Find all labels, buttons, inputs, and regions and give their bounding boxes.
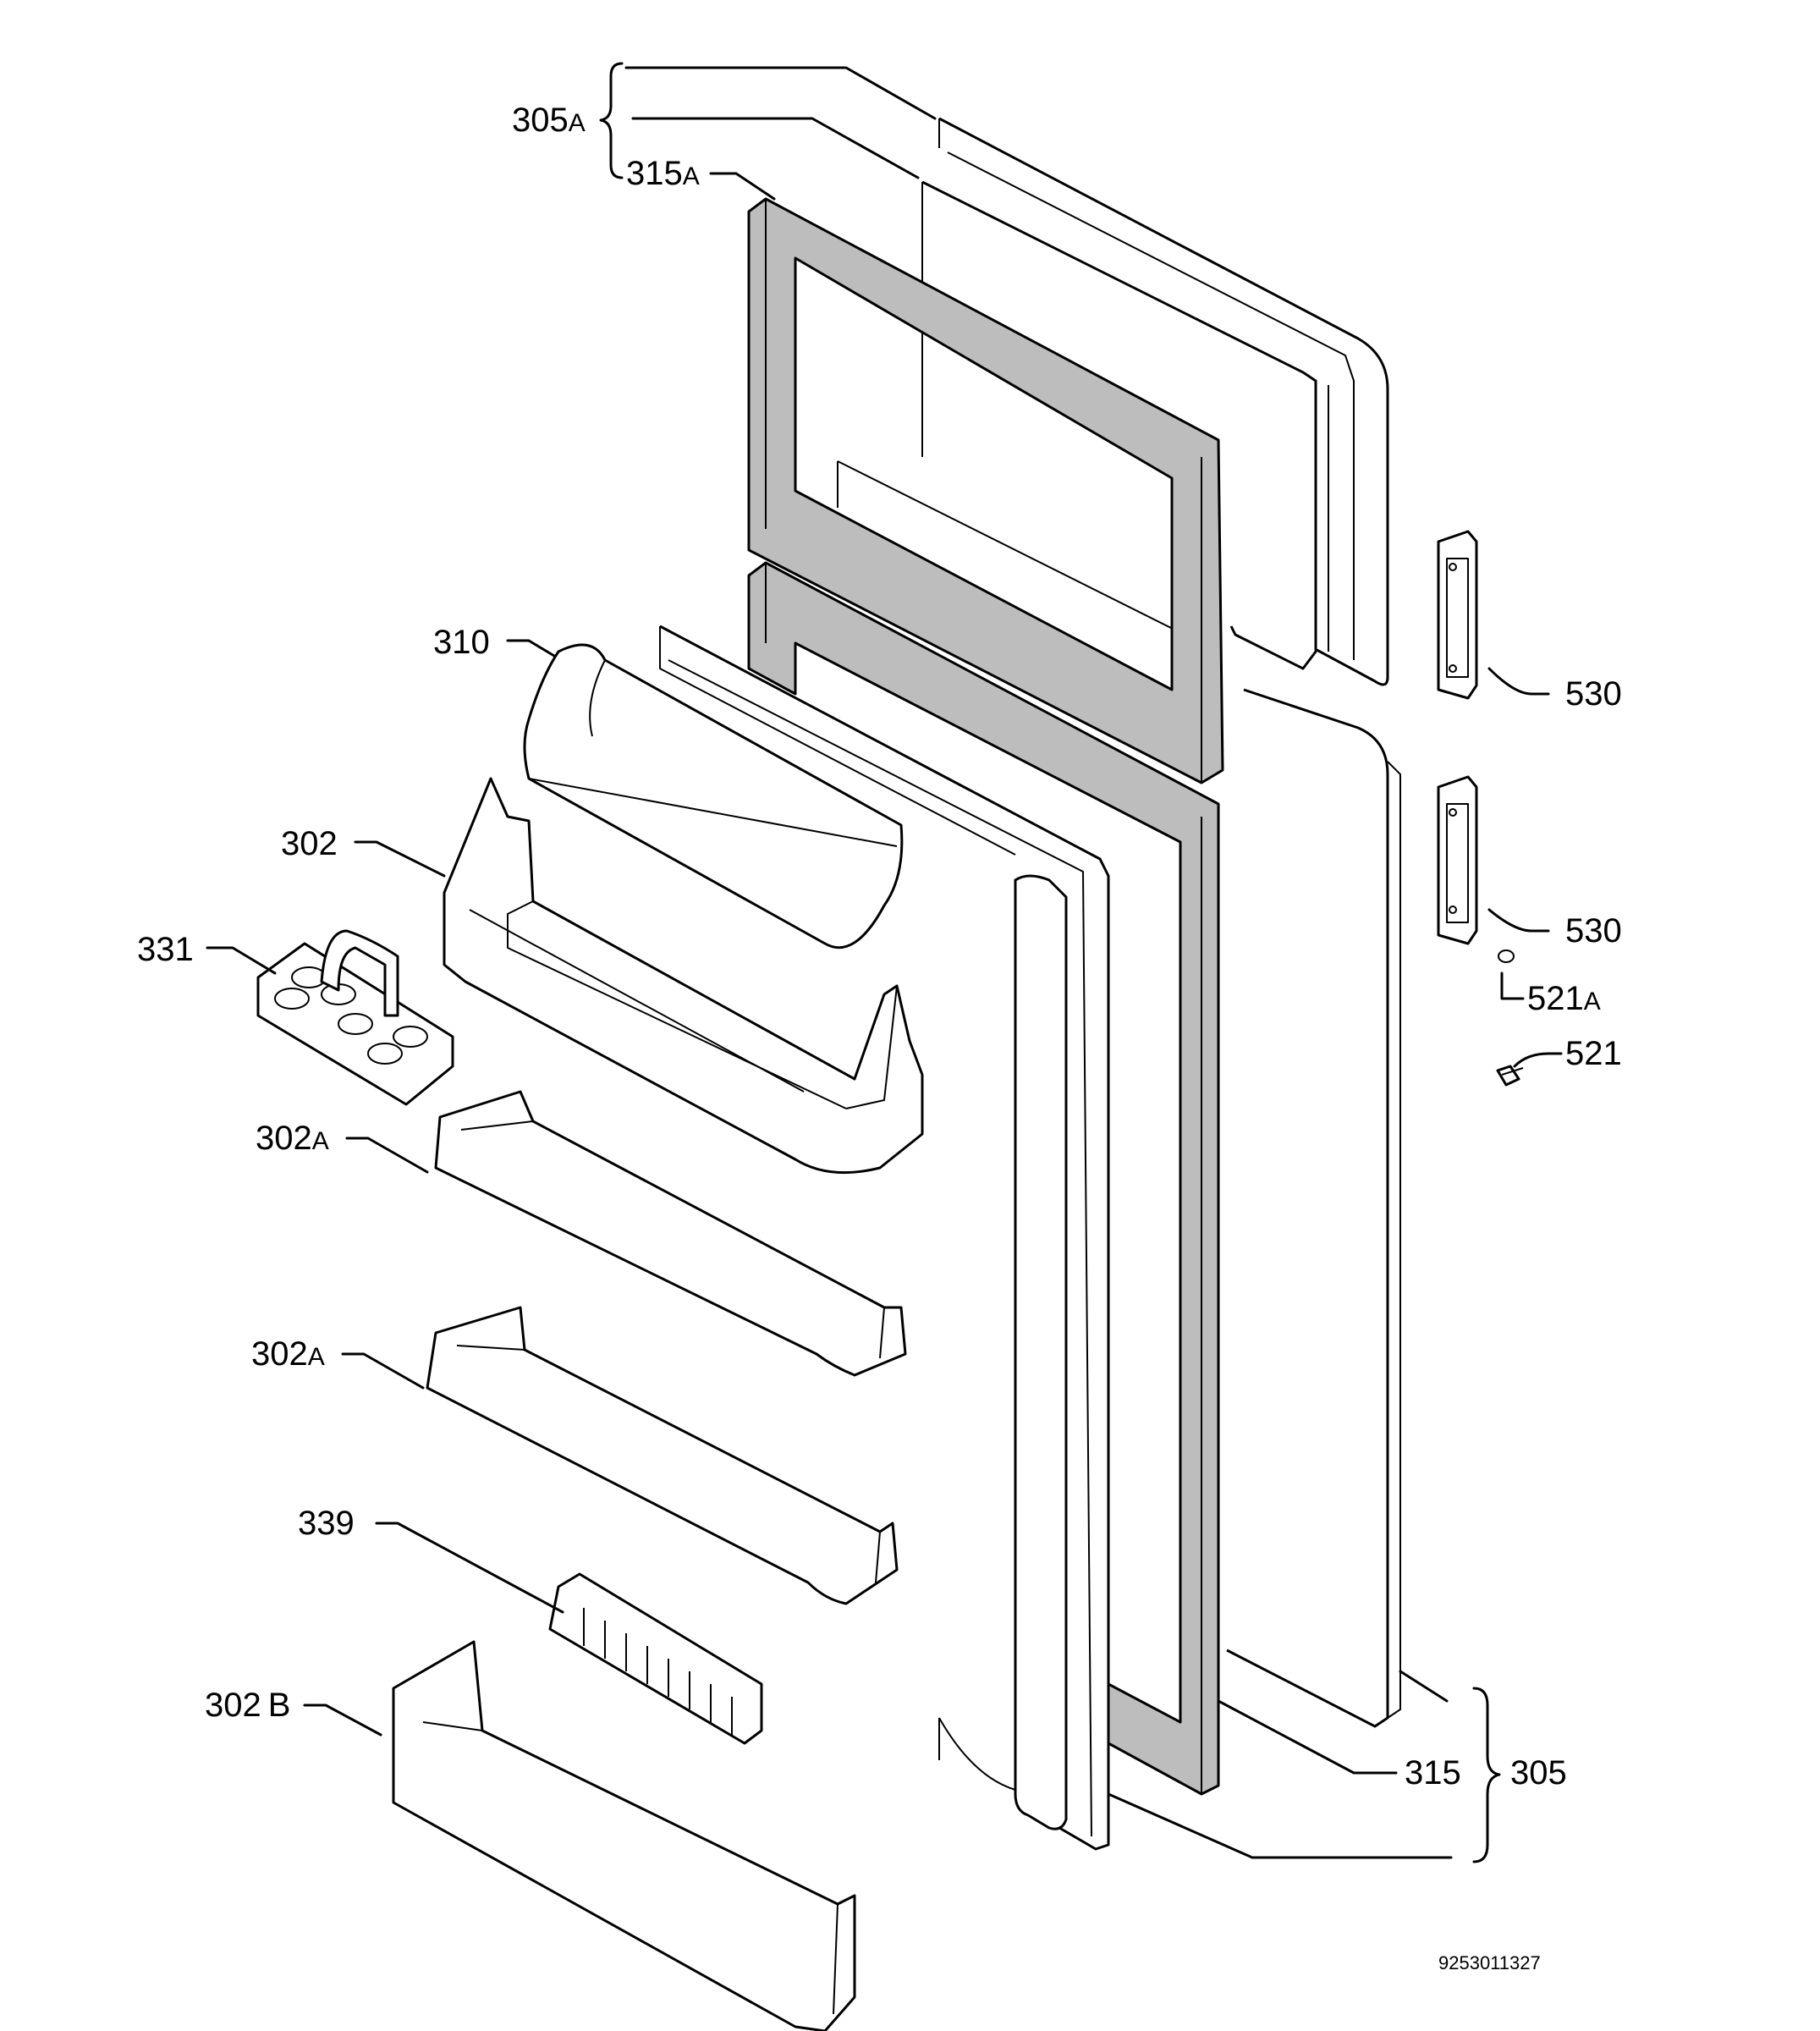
svg-text:305: 305 xyxy=(1510,1754,1567,1792)
part-label-305: 305 xyxy=(1510,1754,1567,1792)
part-label-302: 302 xyxy=(281,825,338,862)
part-label-530-upper: 530 xyxy=(1565,675,1622,713)
hinge-lower xyxy=(1437,775,1478,945)
part-label-302a-lower: 302A xyxy=(251,1335,325,1373)
part-label-305a: 305A xyxy=(512,102,586,139)
part-label-521: 521 xyxy=(1565,1035,1622,1072)
svg-text:521A: 521A xyxy=(1527,980,1601,1017)
egg-tray xyxy=(256,929,454,1106)
fridge-door-panel xyxy=(1226,688,1401,1728)
svg-text:302: 302 xyxy=(281,825,338,862)
svg-text:339: 339 xyxy=(298,1505,355,1542)
leader-lines xyxy=(206,62,1563,1863)
part-label-310: 310 xyxy=(433,624,490,661)
svg-text:305A: 305A xyxy=(512,102,586,139)
part-label-530-lower: 530 xyxy=(1565,912,1622,949)
door-shelf-large xyxy=(443,777,924,1175)
svg-text:302A: 302A xyxy=(251,1335,325,1373)
svg-text:315: 315 xyxy=(1405,1754,1461,1792)
document-number: 9253011327 xyxy=(1438,1952,1541,1973)
part-label-521a: 521A xyxy=(1527,980,1601,1017)
svg-text:331: 331 xyxy=(137,931,194,968)
bottle-shelf xyxy=(392,1640,856,2031)
door-shelf-medium-upper xyxy=(434,1090,907,1377)
door-shelf-medium-lower xyxy=(426,1306,899,1605)
bottle-divider xyxy=(548,1572,763,1745)
svg-text:521: 521 xyxy=(1565,1035,1622,1072)
svg-text:530: 530 xyxy=(1565,675,1622,713)
screw xyxy=(1496,1065,1524,1087)
svg-text:315A: 315A xyxy=(626,155,700,192)
svg-text:530: 530 xyxy=(1565,912,1622,949)
part-label-302a-upper: 302A xyxy=(256,1120,329,1157)
part-label-339: 339 xyxy=(298,1505,355,1542)
hinge-upper xyxy=(1437,530,1478,700)
part-label-315: 315 xyxy=(1405,1754,1461,1792)
part-label-315a: 315A xyxy=(626,155,700,192)
dairy-compartment-flap xyxy=(523,643,904,949)
freezer-door-gasket xyxy=(747,197,1224,784)
washer xyxy=(1498,949,1515,963)
svg-text:310: 310 xyxy=(433,624,490,661)
inner-door-liner xyxy=(659,625,1110,1851)
svg-text:302A: 302A xyxy=(256,1120,329,1157)
part-label-331: 331 xyxy=(137,931,194,968)
